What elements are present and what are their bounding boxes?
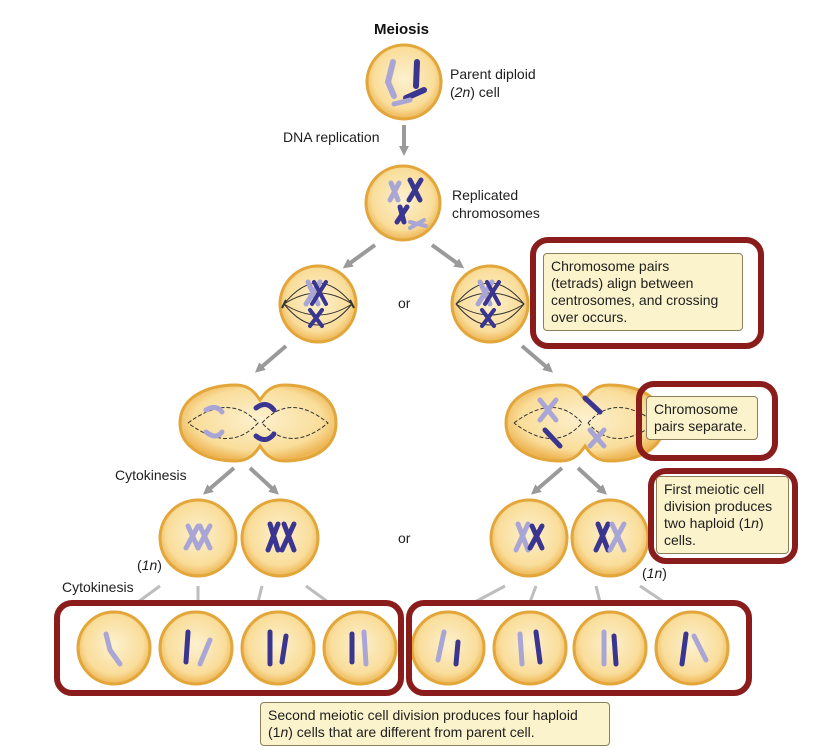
- parent-diploid-cell: [365, 43, 443, 121]
- diagram-title: Meiosis: [374, 21, 429, 38]
- parent-cell-word: ) cell: [470, 84, 500, 100]
- arrow-cytokinesis-left-b: [248, 466, 279, 495]
- callout-first-line-3: two haploid (1n): [664, 515, 764, 531]
- arrow-to-right-separation: [520, 344, 554, 373]
- final-cell-3: [240, 610, 316, 686]
- haploid-cell-3: [489, 498, 569, 578]
- haploid-label-right: (1n): [642, 565, 667, 581]
- highlight-frame-final-right: [406, 600, 752, 696]
- arrow-second-division-7: [594, 585, 602, 603]
- callout-separate-line-2: pairs separate.: [654, 418, 747, 434]
- tetrad-cell-left: [278, 264, 358, 344]
- callout-tetrads-line-1: Chromosome pairs: [551, 258, 670, 274]
- dividing-cell-right: [504, 383, 666, 463]
- arrow-second-division-8: [639, 584, 665, 604]
- or-label-1: or: [398, 295, 411, 311]
- callout-second-line-2: (1n) cells that are different from paren…: [268, 724, 535, 740]
- arrow-to-left-separation: [254, 344, 288, 373]
- dividing-cell-left: [178, 383, 338, 463]
- callout-first-division: First meiotic cell division produces two…: [656, 476, 789, 554]
- arrow-second-division-4: [305, 584, 329, 604]
- final-cell-4: [322, 610, 398, 686]
- arrow-to-left-tetrad: [342, 243, 377, 269]
- callout-first-line-4: cells.: [664, 532, 696, 548]
- callout-tetrads-line-4: over occurs.: [551, 309, 628, 325]
- callout-separate: Chromosome pairs separate.: [646, 396, 758, 440]
- highlight-frame-final-left: [54, 600, 404, 696]
- haploid-cell-1: [158, 498, 238, 578]
- callout-first-line-1: First meiotic cell: [664, 481, 765, 497]
- arrow-second-division-3: [256, 585, 264, 603]
- haploid-label-left: (1n): [137, 557, 162, 573]
- final-cell-6: [492, 610, 568, 686]
- cytokinesis-label-1: Cytokinesis: [115, 467, 187, 483]
- callout-tetrads-line-3: centrosomes, and crossing: [551, 292, 719, 308]
- callout-separate-line-1: Chromosome: [654, 401, 739, 417]
- highlight-frame-tetrads: [530, 237, 764, 349]
- parent-2n: 2n: [454, 84, 471, 100]
- haploid-cell-4: [570, 498, 650, 578]
- haploid-cell-2: [240, 498, 320, 578]
- final-cell-8: [654, 610, 730, 686]
- arrow-to-right-tetrad: [430, 243, 465, 269]
- callout-first-line-2: division produces: [664, 498, 773, 514]
- arrow-second-division-1: [137, 584, 161, 604]
- final-cell-2: [158, 610, 234, 686]
- final-cell-7: [572, 610, 648, 686]
- callout-tetrads: Chromosome pairs (tetrads) align between…: [543, 253, 743, 331]
- highlight-frame-first-division: [648, 468, 798, 564]
- callout-tetrads-line-2: (tetrads) align between: [551, 275, 694, 291]
- final-cell-5: [410, 610, 486, 686]
- replicated-label-1: Replicated: [452, 187, 518, 203]
- final-cell-1: [76, 610, 152, 686]
- parent-label-2: (2n) cell: [450, 84, 500, 100]
- cytokinesis-label-2: Cytokinesis: [62, 579, 134, 595]
- callout-second-division: Second meiotic cell division produces fo…: [260, 702, 610, 746]
- callout-second-line-1: Second meiotic cell division produces fo…: [268, 707, 578, 723]
- tetrad-cell-right: [450, 264, 530, 344]
- highlight-frame-separate: [636, 381, 778, 461]
- or-label-2: or: [398, 530, 411, 546]
- arrow-second-division-5: [474, 584, 506, 604]
- dna-replication-label: DNA replication: [283, 129, 380, 145]
- arrow-cytokinesis-left-a: [202, 466, 236, 495]
- parent-label: Parent diploid: [450, 66, 536, 82]
- replicated-cell: [364, 164, 442, 242]
- arrow-cytokinesis-right-b: [576, 466, 607, 495]
- arrow-second-division-6: [528, 585, 538, 603]
- replicated-label-2: chromosomes: [452, 205, 540, 221]
- arrow-cytokinesis-right-a: [530, 466, 564, 495]
